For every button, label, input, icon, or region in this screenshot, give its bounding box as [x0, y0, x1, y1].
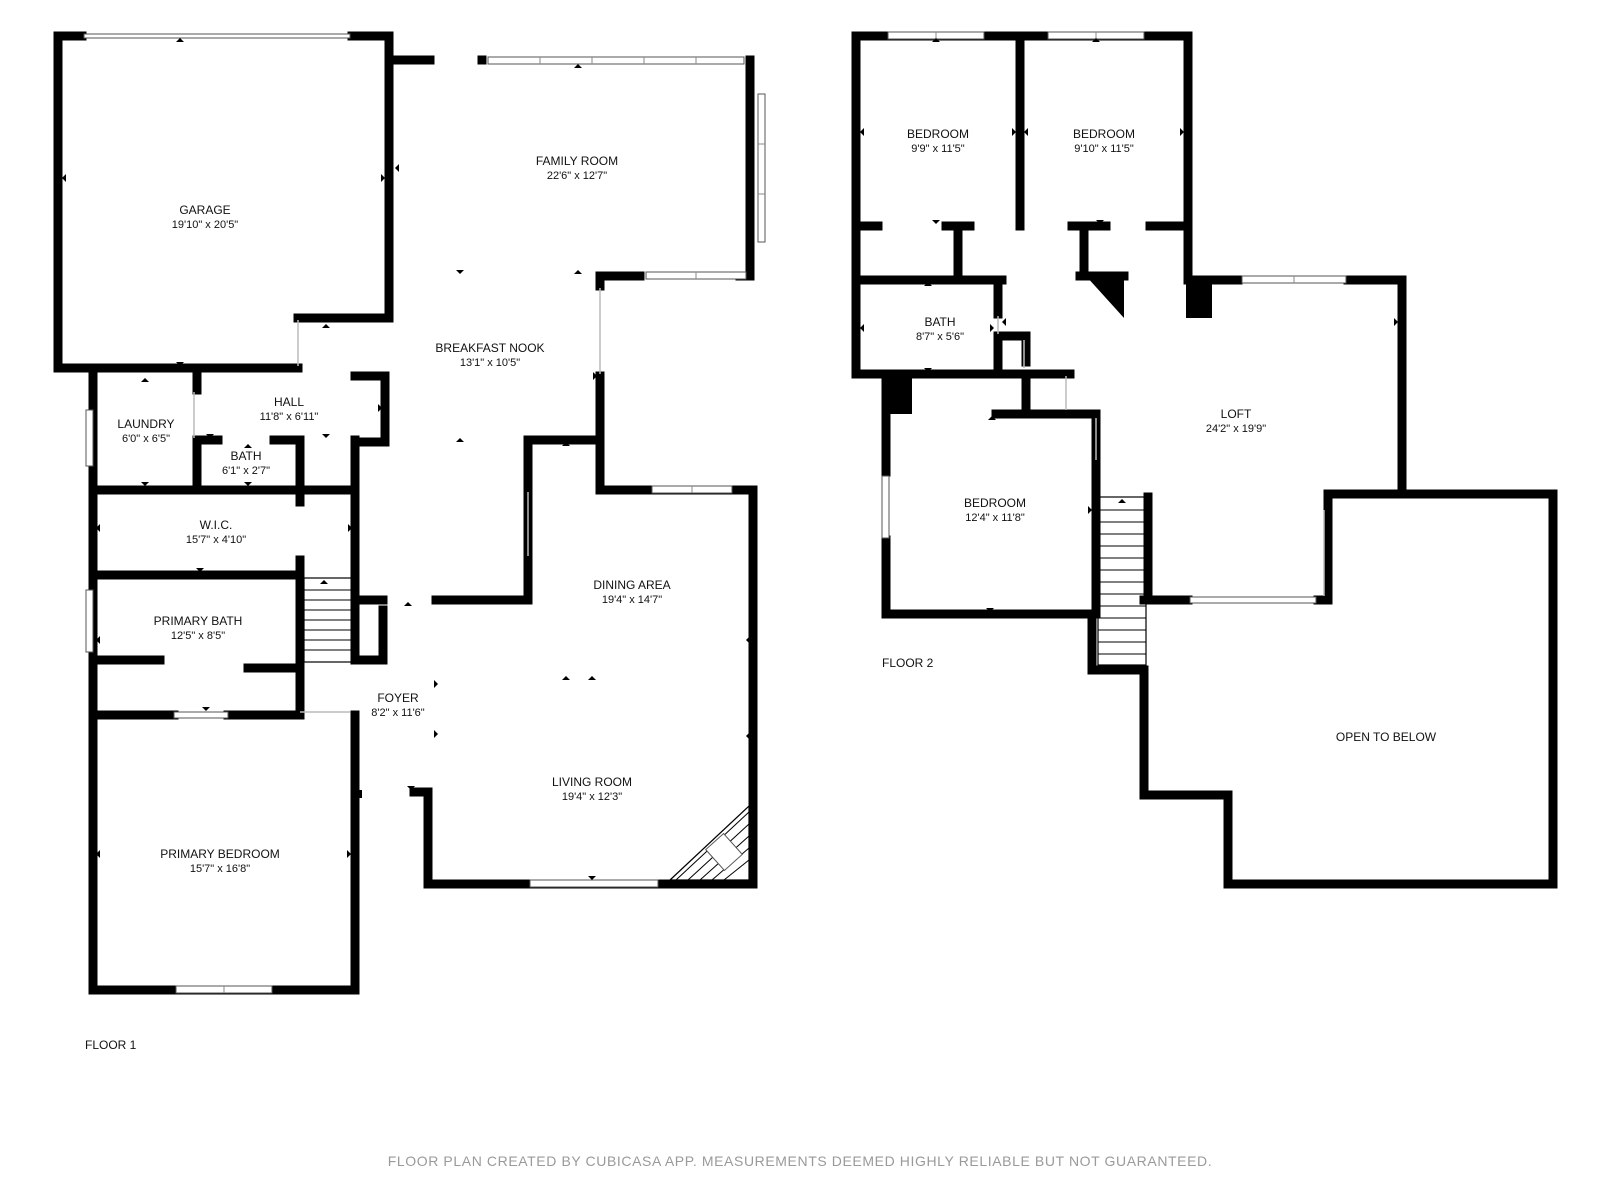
room-dim: 22'6" x 12'7"	[547, 170, 607, 182]
room-name: LIVING ROOM	[552, 775, 632, 789]
family-room-windows-top	[487, 56, 745, 65]
room-dim: 24'2" x 19'9"	[1206, 423, 1266, 435]
floor-1-door-markers	[62, 38, 750, 880]
room-dim: 9'10" x 11'5"	[1074, 143, 1134, 155]
floor-1-label: FLOOR 1	[85, 1038, 137, 1052]
floor-1-stairs	[303, 577, 353, 663]
room-name: PRIMARY BEDROOM	[160, 847, 280, 861]
room-dim: 6'0" x 6'5"	[122, 433, 170, 445]
floor-2: BEDROOM 9'9" x 11'5" BEDROOM 9'10" x 11'…	[851, 31, 1558, 889]
room-name: FAMILY ROOM	[536, 154, 618, 168]
room-name: BEDROOM	[964, 496, 1026, 510]
floor-2-door-markers	[860, 38, 1398, 612]
floor-1-room-labels: GARAGE 19'10" x 20'5" FAMILY ROOM 22'6" …	[117, 154, 670, 875]
room-name: BREAKFAST NOOK	[435, 341, 544, 355]
loft-rail	[1189, 596, 1317, 604]
room-dim: 19'4" x 14'7"	[602, 594, 662, 606]
room-name: LAUNDRY	[117, 417, 174, 431]
room-dim: 15'7" x 4'10"	[186, 534, 246, 546]
room-dim: 8'2" x 11'6"	[371, 707, 424, 719]
fireplace	[668, 804, 750, 881]
room-dim: 19'4" x 12'3"	[562, 791, 622, 803]
room-name: BEDROOM	[1073, 127, 1135, 141]
room-dim: 15'7" x 16'8"	[190, 863, 250, 875]
room-name: LOFT	[1221, 407, 1252, 421]
room-name: BATH	[924, 315, 955, 329]
floor-2-stairs	[1097, 496, 1147, 666]
loft-corner-block	[1086, 276, 1124, 318]
floor-2-room-labels: BEDROOM 9'9" x 11'5" BEDROOM 9'10" x 11'…	[907, 127, 1437, 744]
disclaimer-footer: FLOOR PLAN CREATED BY CUBICASA APP. MEAS…	[388, 1153, 1213, 1169]
laundry-window	[85, 409, 94, 467]
family-room-windows-right	[757, 93, 766, 243]
room-dim: 12'5" x 8'5"	[171, 630, 225, 642]
room-name: W.I.C.	[200, 518, 233, 532]
room-dim: 8'7" x 5'6"	[916, 331, 964, 343]
room-name: FOYER	[377, 691, 419, 705]
room-dim: 19'10" x 20'5"	[172, 219, 239, 231]
primary-bath-window	[85, 589, 94, 653]
floor-2-label: FLOOR 2	[882, 656, 934, 670]
room-dim: 11'8" x 6'11"	[260, 411, 319, 423]
floor-2-walls	[851, 31, 1558, 889]
room-dim: 13'1" x 10'5"	[460, 357, 520, 369]
living-window	[529, 879, 659, 888]
room-dim: 6'1" x 2'7"	[222, 465, 270, 477]
family-room-walls	[384, 55, 766, 889]
room-dim: 9'9" x 11'5"	[911, 143, 964, 155]
bedroom-corner-block	[888, 376, 912, 414]
room-name: BATH	[230, 449, 261, 463]
room-dim: 12'4" x 11'8"	[965, 512, 1025, 524]
loft-column	[1186, 282, 1212, 318]
room-name: GARAGE	[179, 203, 230, 217]
room-name: OPEN TO BELOW	[1336, 730, 1437, 744]
floor-1: GARAGE 19'10" x 20'5" FAMILY ROOM 22'6" …	[53, 31, 766, 1052]
garage-door-opening	[83, 33, 351, 39]
garage-walls	[53, 31, 394, 373]
room-name: HALL	[274, 395, 304, 409]
room-name: DINING AREA	[593, 578, 670, 592]
room-name: PRIMARY BATH	[154, 614, 243, 628]
bedroom-3-window	[881, 475, 890, 539]
room-name: BEDROOM	[907, 127, 969, 141]
primary-bedroom-door-opening	[173, 711, 229, 719]
west-wing-walls	[85, 363, 390, 995]
